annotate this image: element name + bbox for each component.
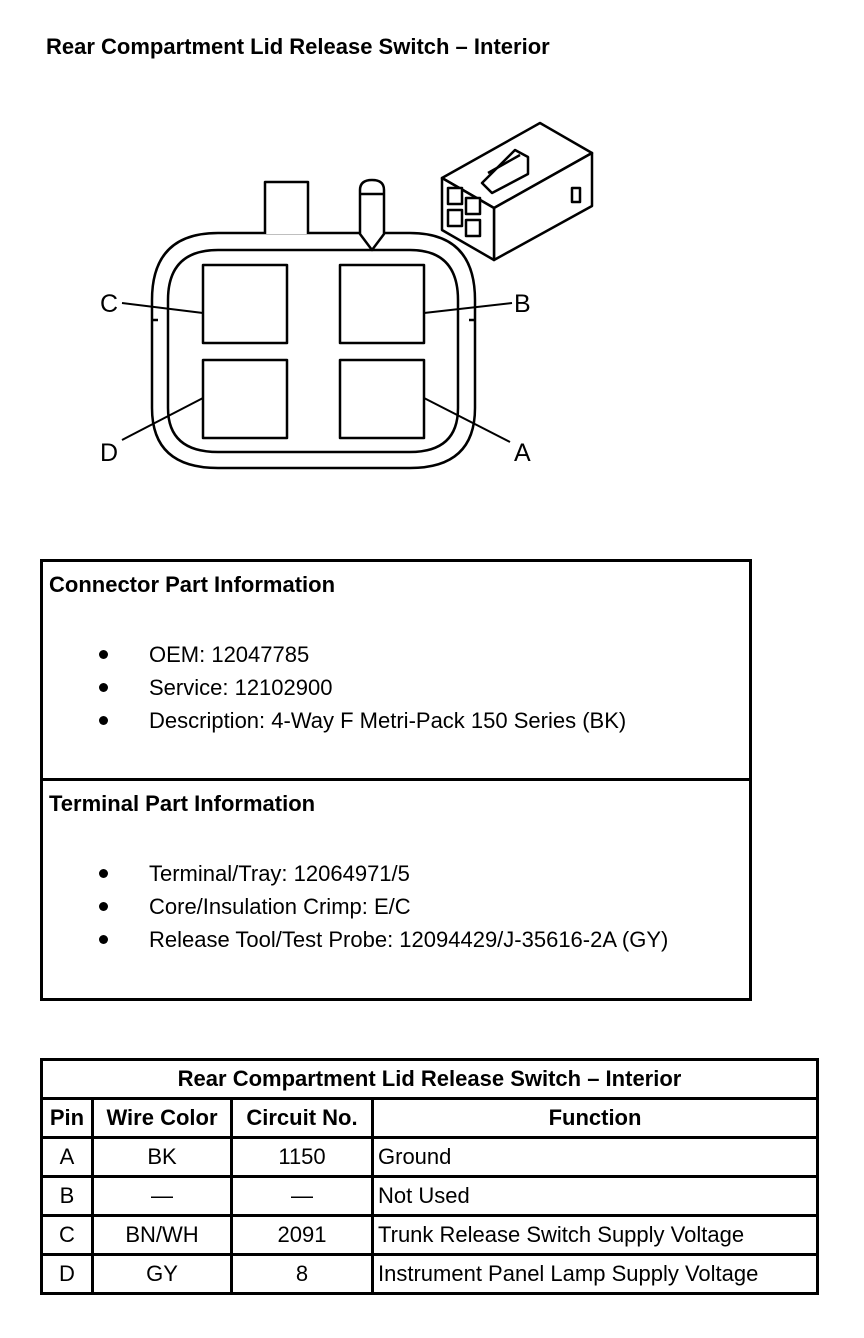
list-item-text: Core/Insulation Crimp: E/C bbox=[149, 894, 411, 919]
bullet-icon bbox=[99, 716, 108, 725]
connector-info-section: Connector Part Information OEM: 12047785… bbox=[43, 562, 749, 781]
cell-wire-color: BN/WH bbox=[91, 1214, 233, 1256]
cell-circuit-no: 1150 bbox=[230, 1136, 374, 1178]
table-row: B — — Not Used bbox=[40, 1175, 820, 1217]
table-row: A BK 1150 Ground bbox=[40, 1136, 820, 1178]
cell-pin: A bbox=[40, 1136, 94, 1178]
list-item-text: Service: 12102900 bbox=[149, 675, 333, 700]
table-caption: Rear Compartment Lid Release Switch – In… bbox=[39, 1058, 820, 1100]
list-item-text: Description: 4-Way F Metri-Pack 150 Seri… bbox=[149, 708, 627, 733]
list-item-text: Terminal/Tray: 12064971/5 bbox=[149, 861, 410, 886]
bullet-icon bbox=[99, 935, 108, 944]
bullet-icon bbox=[99, 683, 108, 692]
bullet-icon bbox=[99, 902, 108, 911]
connector-isometric-view bbox=[440, 121, 594, 262]
connector-inner-rim bbox=[166, 248, 460, 454]
pin-label-a: A bbox=[514, 439, 531, 467]
leader-b bbox=[423, 302, 513, 314]
cell-function: Not Used bbox=[370, 1175, 820, 1217]
connector-info-heading: Connector Part Information bbox=[49, 572, 336, 597]
list-item-text: Release Tool/Test Probe: 12094429/J-3561… bbox=[149, 927, 669, 952]
bullet-icon bbox=[99, 869, 108, 878]
locking-tab bbox=[263, 180, 310, 234]
cavity-c bbox=[201, 263, 289, 345]
table-header-row: Pin Wire Color Circuit No. Function bbox=[40, 1097, 820, 1139]
cell-wire-color: — bbox=[91, 1175, 233, 1217]
terminal-info-heading: Terminal Part Information bbox=[49, 791, 316, 816]
terminal-info-section: Terminal Part Information Terminal/Tray:… bbox=[43, 781, 749, 998]
cell-circuit-no: 2091 bbox=[230, 1214, 374, 1256]
cell-function: Ground bbox=[370, 1136, 820, 1178]
connector-diagram: C B D A bbox=[100, 121, 594, 470]
table-caption-row: Rear Compartment Lid Release Switch – In… bbox=[39, 1058, 820, 1100]
part-info-box: Connector Part Information OEM: 12047785… bbox=[40, 559, 752, 1001]
column-header-wire-color: Wire Color bbox=[91, 1097, 233, 1139]
pin-table: Rear Compartment Lid Release Switch – In… bbox=[39, 1058, 820, 1295]
cavity-a bbox=[338, 358, 426, 440]
column-header-function: Function bbox=[370, 1097, 820, 1139]
cell-pin: B bbox=[40, 1175, 94, 1217]
connector-outer-body bbox=[150, 231, 477, 470]
pin-label-c: C bbox=[100, 290, 118, 318]
bullet-icon bbox=[99, 650, 108, 659]
pin-label-d: D bbox=[100, 439, 118, 467]
column-header-pin: Pin bbox=[40, 1097, 94, 1139]
cell-circuit-no: — bbox=[230, 1175, 374, 1217]
leader-c bbox=[121, 302, 204, 314]
cavity-d bbox=[201, 358, 289, 440]
cell-wire-color: BK bbox=[91, 1136, 233, 1178]
cavity-b bbox=[338, 263, 426, 345]
pin-label-b: B bbox=[514, 290, 531, 318]
leader-d bbox=[121, 397, 204, 441]
leader-a bbox=[423, 397, 511, 443]
table-row: C BN/WH 2091 Trunk Release Switch Supply… bbox=[40, 1214, 820, 1256]
polarizing-key bbox=[358, 178, 386, 252]
column-header-circuit-no: Circuit No. bbox=[230, 1097, 374, 1139]
cell-pin: D bbox=[40, 1253, 94, 1295]
cell-wire-color: GY bbox=[91, 1253, 233, 1295]
cell-function: Trunk Release Switch Supply Voltage bbox=[370, 1214, 820, 1256]
cell-function: Instrument Panel Lamp Supply Voltage bbox=[370, 1253, 820, 1295]
list-item-text: OEM: 12047785 bbox=[149, 642, 310, 667]
page-title: Rear Compartment Lid Release Switch – In… bbox=[46, 34, 550, 59]
cell-circuit-no: 8 bbox=[230, 1253, 374, 1295]
cell-pin: C bbox=[40, 1214, 94, 1256]
table-row: D GY 8 Instrument Panel Lamp Supply Volt… bbox=[40, 1253, 820, 1295]
